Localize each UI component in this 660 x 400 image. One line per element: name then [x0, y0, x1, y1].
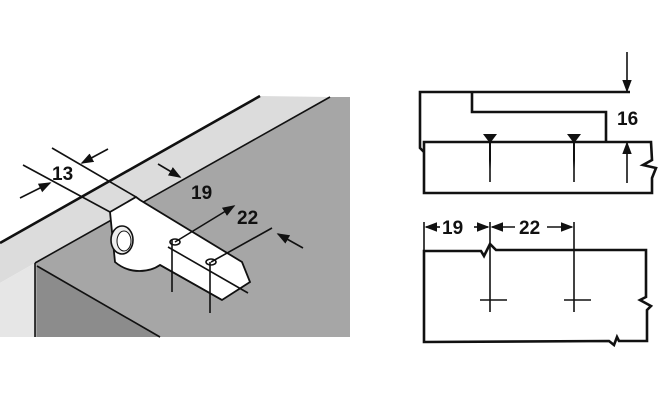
cabinet-inner-panel — [35, 97, 350, 337]
side-view: 16 — [418, 52, 658, 195]
dim-label-19-top: 19 — [442, 218, 463, 239]
dim-label-13: 13 — [52, 164, 73, 185]
screw-icon — [483, 134, 497, 182]
cabinet-side-post — [0, 263, 35, 337]
push-latch-bracket — [109, 195, 252, 313]
screw-icon — [567, 134, 581, 182]
dimension-lines-iso — [19, 147, 304, 263]
dim-label-22: 22 — [237, 208, 258, 229]
top-view: 19 22 — [422, 218, 654, 348]
dim-label-19: 19 — [191, 183, 212, 204]
dim-label-16: 16 — [617, 109, 638, 130]
dim-label-22-top: 22 — [519, 218, 540, 239]
isometric-view: 13 19 22 — [0, 94, 350, 338]
